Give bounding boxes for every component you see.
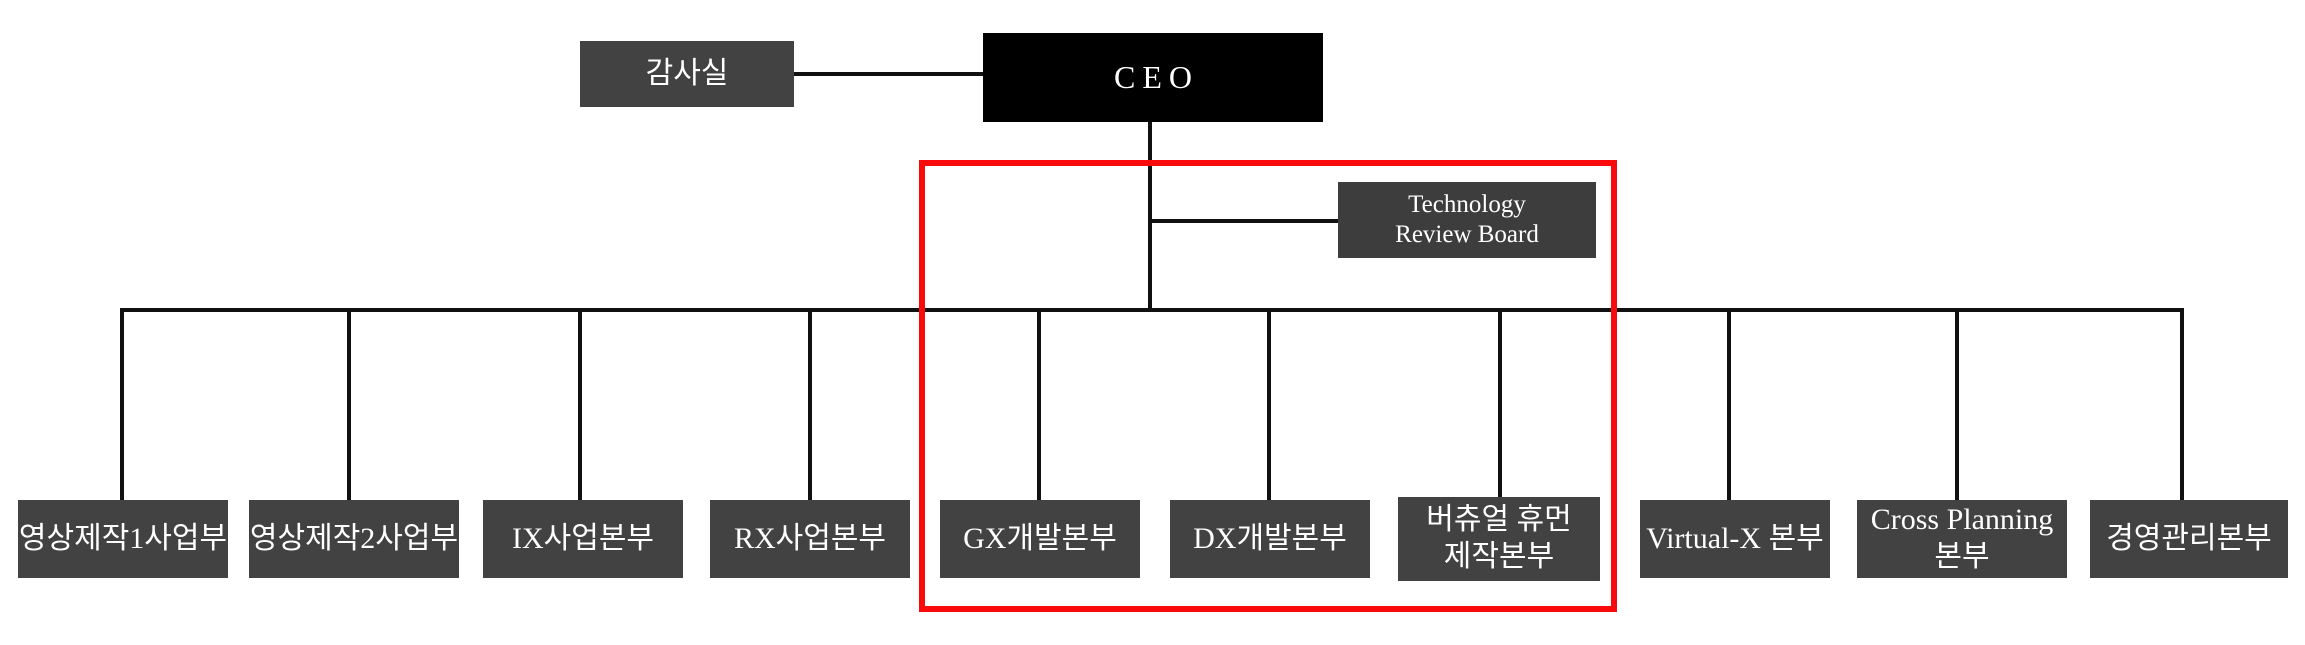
connector-drop-2	[347, 308, 351, 502]
node-department-8[interactable]: Virtual-X 본부	[1640, 500, 1830, 578]
connector-drop-6	[1267, 308, 1271, 502]
connector-drop-3	[578, 308, 582, 502]
node-department-4[interactable]: RX사업본부	[710, 500, 910, 578]
node-department-9[interactable]: Cross Planning 본부	[1857, 500, 2067, 578]
node-department-7[interactable]: 버츄얼 휴먼 제작본부	[1398, 497, 1600, 581]
connector-drop-8	[1727, 308, 1731, 502]
connector-drop-7	[1498, 308, 1502, 502]
node-department-3[interactable]: IX사업본부	[483, 500, 683, 578]
connector-drop-4	[808, 308, 812, 502]
node-ceo[interactable]: CEO	[983, 33, 1323, 122]
connector-drop-5	[1037, 308, 1041, 502]
connector-drop-9	[1955, 308, 1959, 502]
node-department-5[interactable]: GX개발본부	[940, 500, 1140, 578]
node-technology-review-board[interactable]: Technology Review Board	[1338, 182, 1596, 258]
connector-drop-10	[2180, 308, 2184, 502]
node-department-6[interactable]: DX개발본부	[1170, 500, 1370, 578]
node-department-2[interactable]: 영상제작2사업부	[249, 500, 459, 578]
node-department-10[interactable]: 경영관리본부	[2090, 500, 2288, 578]
connector-main-bus	[120, 308, 2182, 312]
connector-ceo-to-board	[1148, 219, 1340, 223]
connector-drop-1	[120, 308, 124, 502]
connector-ceo-to-audit	[793, 72, 983, 76]
connector-ceo-stem	[1148, 122, 1152, 312]
node-department-1[interactable]: 영상제작1사업부	[18, 500, 228, 578]
node-audit-office[interactable]: 감사실	[580, 41, 794, 107]
